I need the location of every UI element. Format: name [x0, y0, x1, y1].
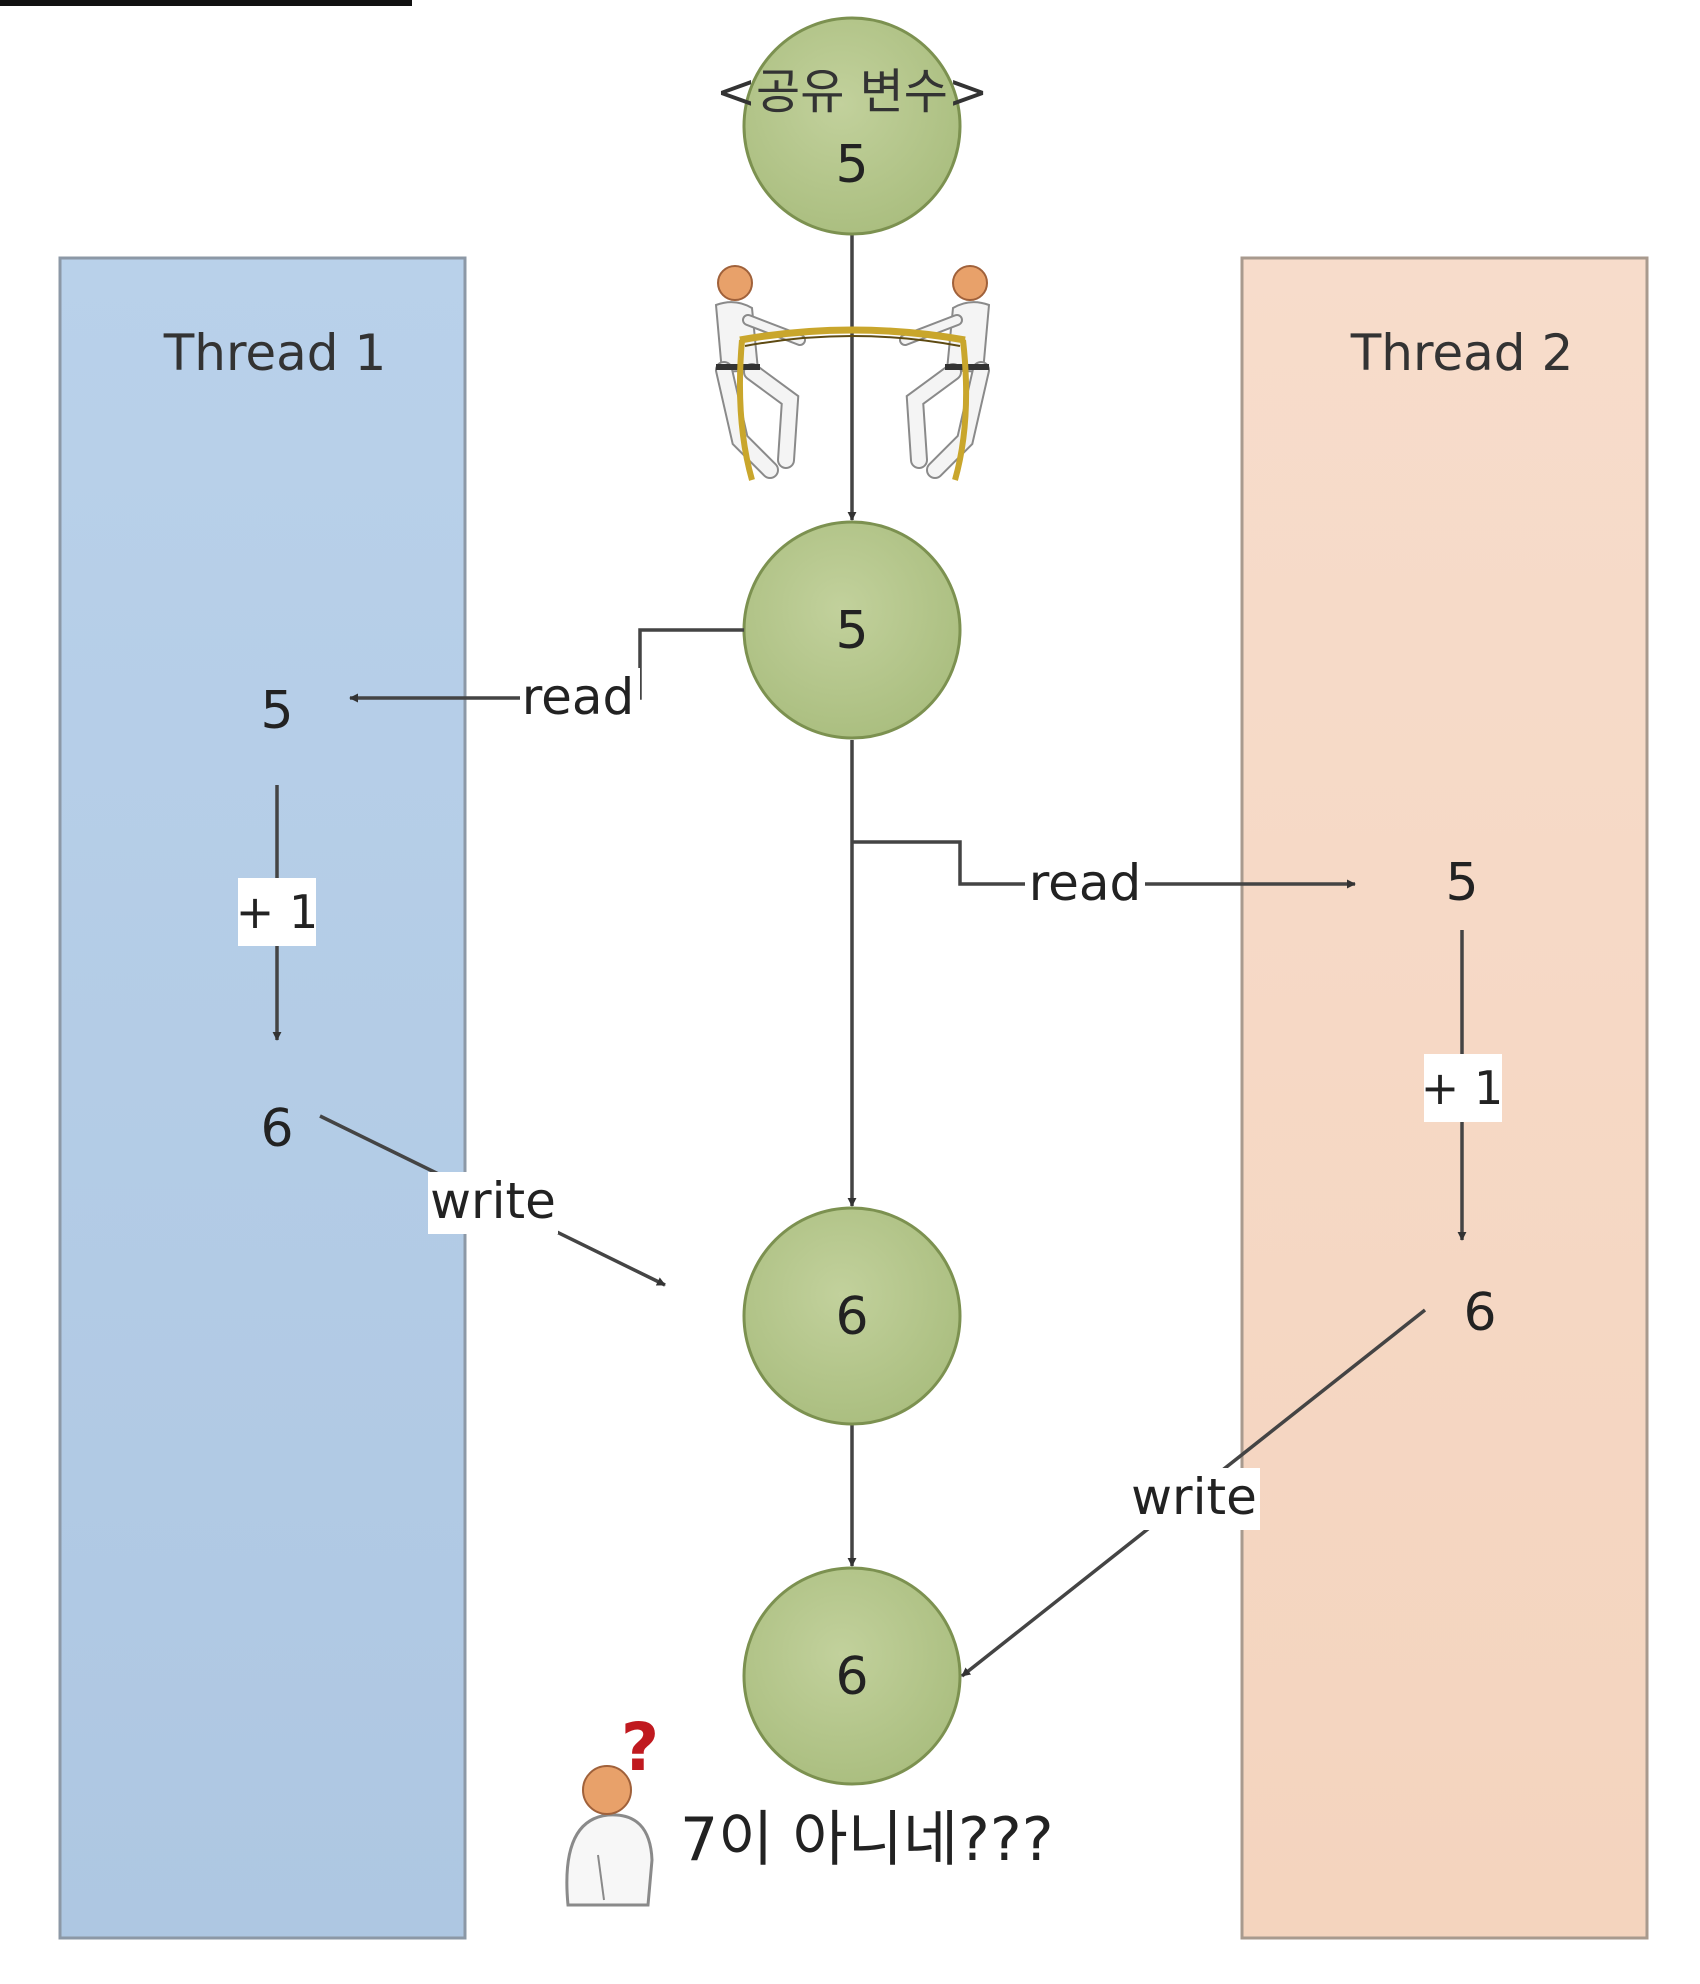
- thread2-title: Thread 2: [1350, 324, 1574, 382]
- top-bar: [0, 0, 412, 6]
- thread2-increment: + 1: [1421, 1061, 1503, 1115]
- shared-node-1-value: 5: [835, 135, 868, 195]
- read1-label: read: [522, 668, 635, 726]
- shared-node-3: [742, 1206, 962, 1426]
- thread1-increment: + 1: [236, 885, 318, 939]
- thread1-result: 6: [260, 1099, 293, 1159]
- shared-node-3-value: 6: [835, 1287, 868, 1347]
- shared-var-title: <공유 변수>: [716, 64, 988, 120]
- confusion-note: 7이 아니네???: [680, 1805, 1054, 1875]
- confused-person-icon: [565, 1765, 654, 1907]
- read1-arrow: [349, 628, 744, 703]
- thread1-panel: [58, 256, 467, 1940]
- shared-node-4-value: 6: [835, 1647, 868, 1707]
- shared-node-2-value: 5: [835, 601, 868, 661]
- thread2-read-value: 5: [1445, 853, 1478, 913]
- write1-label: write: [430, 1172, 556, 1230]
- question-mark-icon: ?: [621, 1709, 659, 1786]
- shared-node-4: [742, 1566, 962, 1786]
- tug-of-war-icon: [714, 265, 991, 481]
- write2-label: write: [1131, 1468, 1257, 1526]
- read2-label: read: [1029, 854, 1142, 912]
- thread2-result: 6: [1463, 1283, 1496, 1343]
- read2-arrow: [852, 840, 1356, 889]
- thread1-title: Thread 1: [163, 324, 387, 382]
- shared-node-1: [742, 16, 962, 236]
- thread1-read-value: 5: [260, 681, 293, 741]
